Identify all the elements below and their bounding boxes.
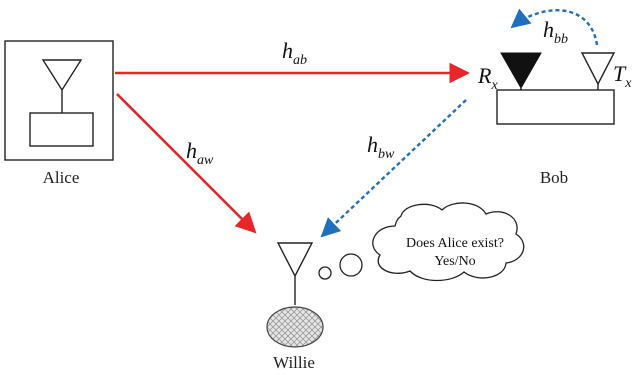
bob-node: Rx Tx Bob — [477, 52, 632, 187]
antenna-icon — [276, 242, 314, 305]
h-ab-label: hab — [282, 38, 307, 68]
alice-device-body — [29, 112, 94, 147]
willie-label: Willie — [273, 353, 315, 372]
filled-antenna-icon — [500, 52, 542, 90]
bob-rx-label: Rx — [477, 63, 498, 93]
bubble-line-2: Yes/No — [434, 254, 475, 269]
h-aw-arrow — [116, 93, 257, 234]
thought-bubble-icon — [318, 202, 525, 282]
h-aw-label: haw — [186, 138, 214, 168]
hatched-ellipse-icon — [266, 306, 324, 348]
antenna-icon — [580, 52, 616, 90]
h-bw-arrow — [320, 99, 467, 238]
bob-label: Bob — [540, 168, 568, 187]
alice-node: Alice — [4, 40, 114, 187]
bubble-line-1: Does Alice exist? — [406, 236, 504, 251]
alice-label: Alice — [43, 168, 80, 187]
bob-device-body — [496, 89, 615, 125]
bob-tx-label: Tx — [613, 61, 632, 91]
h-bw-label: hbw — [367, 132, 395, 162]
antenna-icon — [41, 59, 83, 113]
willie-node: Willie — [266, 242, 324, 372]
h-bb-label: hbb — [543, 17, 568, 47]
